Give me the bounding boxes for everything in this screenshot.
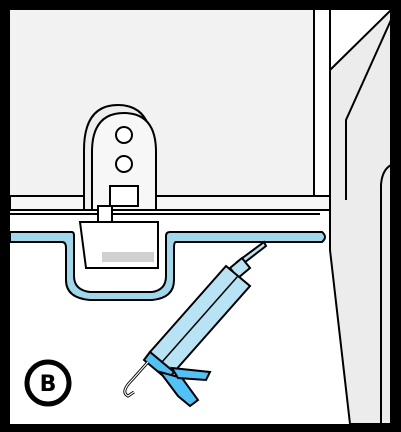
step-badge-icon: B — [27, 362, 69, 404]
hinge-tray-slot — [102, 252, 154, 262]
hinge-icon — [80, 105, 158, 268]
glass-bottom-rail — [10, 196, 330, 210]
glass-panel — [10, 10, 314, 196]
step-label: B — [40, 372, 57, 397]
